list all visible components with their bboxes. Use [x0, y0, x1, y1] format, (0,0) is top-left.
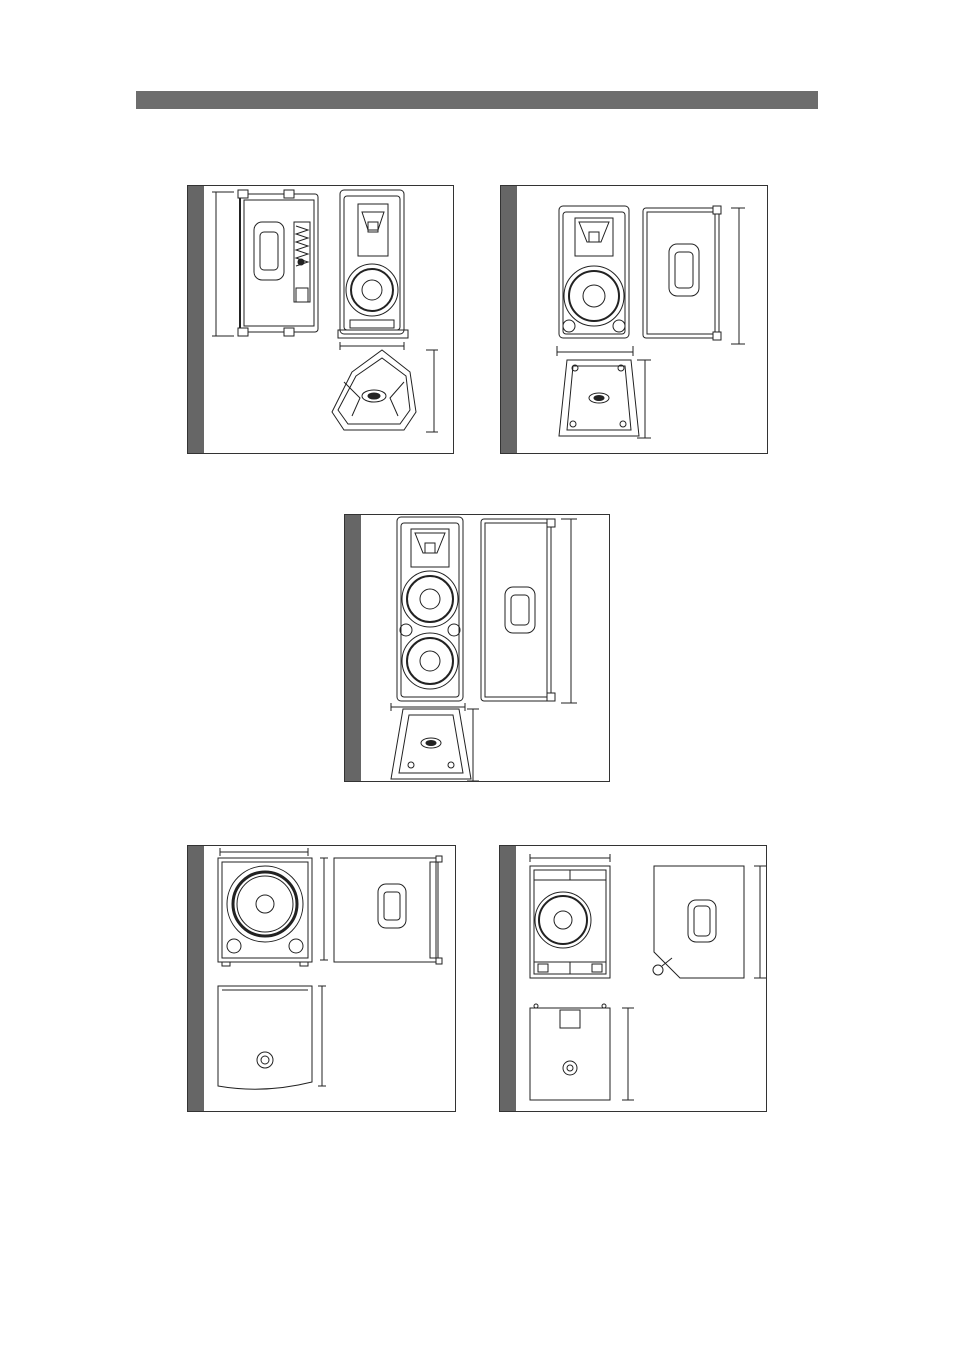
dimension-line [637, 360, 651, 438]
dimension-line [731, 208, 745, 344]
side-view [643, 206, 721, 340]
header-bar [136, 91, 818, 109]
panel-side-bar [345, 515, 361, 781]
dimension-line [426, 350, 438, 432]
panel-side-bar [188, 186, 204, 453]
front-view [559, 206, 629, 338]
top-view [218, 986, 312, 1089]
front-view [397, 517, 463, 701]
panel-side-bar [500, 846, 516, 1111]
side-view [653, 866, 744, 978]
panel-4 [187, 845, 456, 1112]
top-view [332, 350, 416, 430]
top-view [559, 360, 639, 436]
panel-3 [344, 514, 610, 782]
front-view [218, 858, 312, 966]
front-view [530, 866, 610, 978]
top-view [530, 1004, 610, 1100]
front-view [338, 190, 408, 338]
dimension-line [212, 192, 234, 336]
dimension-line [220, 848, 308, 856]
side-view [238, 190, 318, 336]
side-view [481, 519, 555, 701]
dimension-line [622, 1008, 634, 1100]
dimension-line [320, 858, 328, 960]
dimension-line [561, 519, 577, 703]
top-view [391, 709, 471, 779]
dimension-line [754, 866, 766, 978]
panel-2 [500, 185, 768, 454]
side-view [334, 856, 442, 964]
dimension-line [391, 703, 465, 711]
dimension-line [557, 346, 633, 356]
panel-side-bar [501, 186, 517, 453]
dimension-line [467, 709, 479, 781]
dimension-line [318, 986, 326, 1086]
panel-5 [499, 845, 767, 1112]
panel-1 [187, 185, 454, 454]
dimension-line [340, 342, 404, 350]
panel-side-bar [188, 846, 204, 1111]
dimension-line [530, 854, 610, 862]
